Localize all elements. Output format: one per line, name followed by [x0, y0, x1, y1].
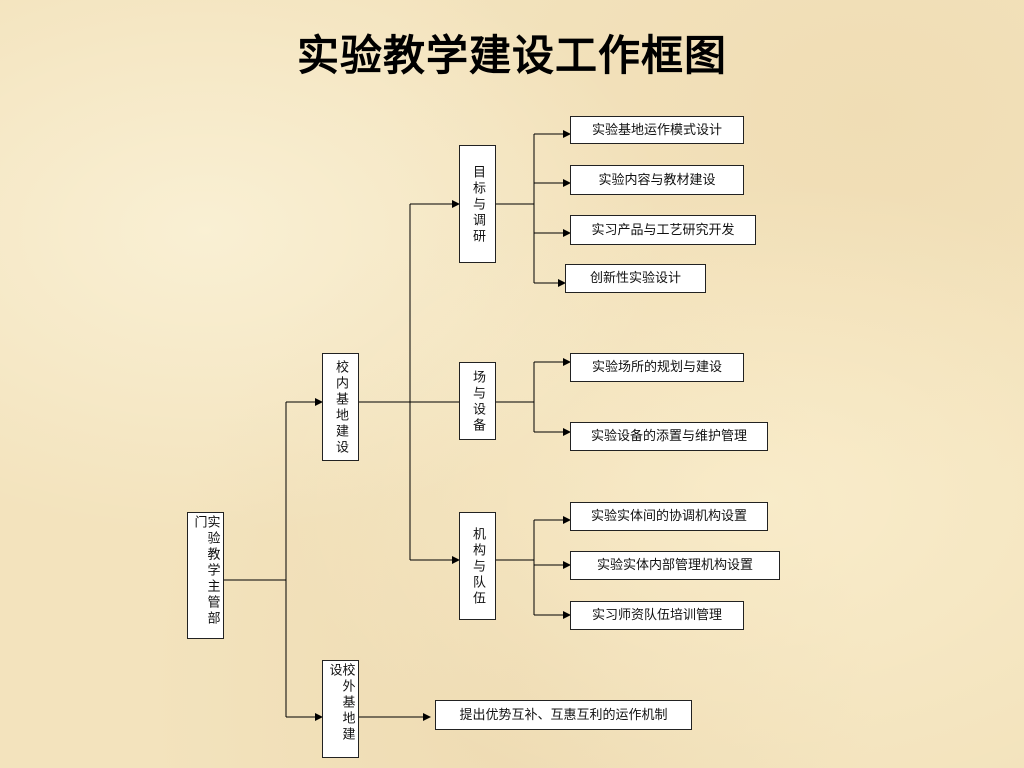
- leaf-target-3: 实习产品与工艺研究开发: [570, 215, 756, 245]
- node-venue-equipment: 场与设备: [459, 362, 496, 440]
- node-root: 实验教学主管部门: [187, 512, 224, 639]
- diagram-title: 实验教学建设工作框图: [296, 31, 727, 80]
- leaf-org-3: 实习师资队伍培训管理: [570, 601, 744, 630]
- leaf-venue-1: 实验场所的规划与建设: [570, 353, 744, 382]
- leaf-org-2: 实验实体内部管理机构设置: [570, 551, 780, 580]
- node-org-team: 机构与队伍: [459, 512, 496, 620]
- node-internal-base: 校内基地建设: [322, 353, 359, 461]
- leaf-external-1: 提出优势互补、互惠互利的运作机制: [435, 700, 692, 730]
- leaf-target-4: 创新性实验设计: [565, 264, 706, 293]
- node-target-research: 目标与调研: [459, 145, 496, 263]
- leaf-target-1: 实验基地运作模式设计: [570, 116, 744, 144]
- node-external-base: 校外基地建设: [322, 660, 359, 758]
- leaf-target-2: 实验内容与教材建设: [570, 165, 744, 195]
- leaf-venue-2: 实验设备的添置与维护管理: [570, 422, 768, 451]
- leaf-org-1: 实验实体间的协调机构设置: [570, 502, 768, 531]
